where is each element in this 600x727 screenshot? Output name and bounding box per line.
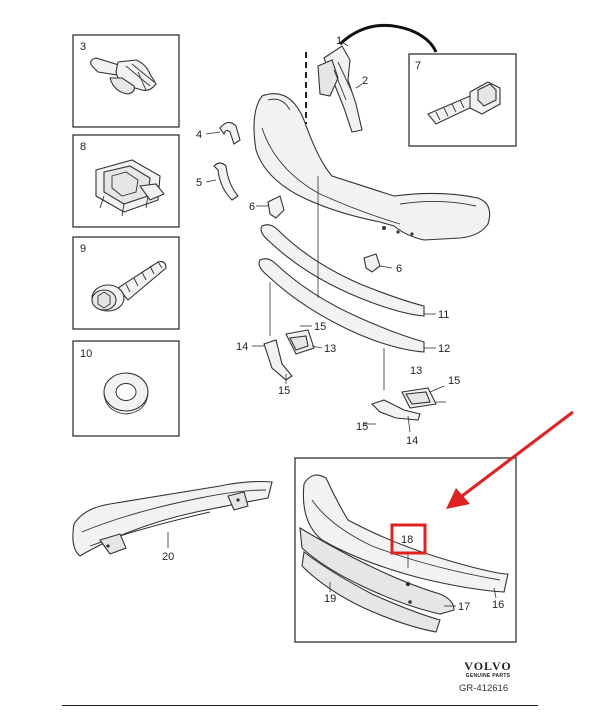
callout-15-d: 15 <box>356 421 368 433</box>
detail-box-9: 9 <box>72 236 180 330</box>
callout-20: 20 <box>162 551 174 563</box>
sensor-assembly-right <box>364 385 446 433</box>
svg-text:7: 7 <box>415 60 421 72</box>
bottom-divider <box>62 705 538 706</box>
callout-17: 17 <box>458 601 470 613</box>
diagram-reference: GR-412616 <box>459 683 509 694</box>
callout-13-a: 13 <box>324 343 336 355</box>
svg-text:8: 8 <box>80 141 86 153</box>
callout-18: 18 <box>401 534 413 546</box>
svg-text:9: 9 <box>80 243 86 255</box>
callout-15-b: 15 <box>278 385 290 397</box>
callout-12: 12 <box>438 343 450 355</box>
bracket-clip-icon <box>95 159 165 217</box>
detail-box-7: 7 <box>408 53 517 147</box>
push-clip-icon <box>90 57 157 95</box>
diffuser-panel-20 <box>72 480 273 557</box>
callout-13-b: 13 <box>410 365 422 377</box>
callout-11: 11 <box>438 309 449 321</box>
callout-15-a: 15 <box>314 321 326 333</box>
svg-text:3: 3 <box>80 41 86 53</box>
svg-text:10: 10 <box>80 348 92 360</box>
callout-14-a: 14 <box>236 341 248 353</box>
clip-part-4 <box>205 121 241 145</box>
callout-5: 5 <box>196 177 202 189</box>
lower-trim-strip-12 <box>258 258 436 353</box>
bracket-part-6-upper <box>256 195 285 219</box>
callout-15-c: 15 <box>448 375 460 387</box>
detail-box-8: 8 <box>72 134 180 228</box>
callout-1: 1 <box>336 35 342 47</box>
callout-19: 19 <box>324 593 336 605</box>
sensor-assembly-left <box>252 325 323 384</box>
callout-4: 4 <box>196 129 202 141</box>
washer-icon <box>103 372 149 415</box>
callout-16: 16 <box>492 599 504 611</box>
lower-trim-strip-11 <box>260 224 436 317</box>
volvo-genuine-parts-logo: VOLVO GENUINE PARTS <box>452 660 524 680</box>
callout-2: 2 <box>362 75 368 87</box>
highlight-frame <box>294 457 517 643</box>
brand-tagline: GENUINE PARTS <box>465 673 511 679</box>
highlight-callout-box <box>390 523 427 555</box>
detail-box-10: 10 <box>72 340 180 437</box>
bracket-part-6-lower <box>363 253 393 273</box>
callout-6-upper: 6 <box>249 201 255 213</box>
detail-box-3: 3 <box>72 34 180 128</box>
rear-bumper-cover <box>253 93 491 241</box>
callout-14-b: 14 <box>406 435 418 447</box>
red-arrow-icon <box>446 410 574 509</box>
bumper-assembly-16-19 <box>299 474 509 633</box>
brand-name: VOLVO <box>464 659 512 673</box>
clip-part-5 <box>205 162 239 201</box>
callout-6-lower: 6 <box>396 263 402 275</box>
torx-screw-icon <box>91 261 167 312</box>
upper-bracket-assembly <box>305 23 438 133</box>
flange-bolt-icon <box>427 81 501 125</box>
